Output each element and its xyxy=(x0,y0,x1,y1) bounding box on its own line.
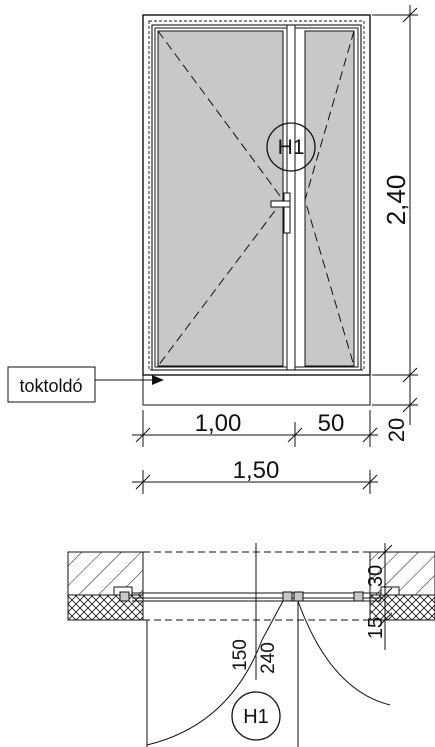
plan-tag-circle xyxy=(231,691,281,741)
dim-sill-height-label: 150 xyxy=(230,639,251,671)
door-swing-arc xyxy=(297,600,391,706)
threshold-extension xyxy=(142,374,371,406)
door-swing-arc-main xyxy=(146,600,284,746)
callout-arrow-icon xyxy=(152,375,164,385)
opening-direction-lines xyxy=(157,30,355,367)
side-leaf-glass xyxy=(304,30,355,367)
door-tag-circle xyxy=(266,122,316,172)
dim-total-width-label: 1,50 xyxy=(233,457,280,484)
callout-label: toktoldó xyxy=(19,376,82,396)
door-handle-icon xyxy=(270,192,291,234)
door-inner-frame xyxy=(151,24,362,371)
wall-right-insulation xyxy=(369,594,435,621)
vertical-dimension-line xyxy=(372,5,418,425)
dim-leaf-main-label: 1,00 xyxy=(195,410,242,437)
dim-sill-label: 20 xyxy=(384,418,409,442)
dim-wall-bottom-label: 15 xyxy=(365,617,387,639)
plan-tag-label: H1 xyxy=(243,706,269,728)
dim-door-height-label: 240 xyxy=(258,642,279,674)
dim-height-label: 2,40 xyxy=(381,175,411,226)
dim-leaf-side-label: 50 xyxy=(318,410,345,437)
plan-wall-dimension xyxy=(377,543,393,650)
main-leaf-glass xyxy=(157,30,284,367)
wall-left-insulation xyxy=(67,594,144,621)
door-elevation: H1 toktoldó 2,40 20 1,00 50 xyxy=(7,5,418,494)
horizontal-dimension-leaves xyxy=(132,410,378,447)
door-plan: 150 240 30 15 H1 xyxy=(67,543,435,747)
horizontal-dimension-total xyxy=(132,470,378,494)
callout-box xyxy=(7,366,96,403)
dim-wall-top-label: 30 xyxy=(365,565,387,587)
door-tag-label: H1 xyxy=(278,136,305,159)
